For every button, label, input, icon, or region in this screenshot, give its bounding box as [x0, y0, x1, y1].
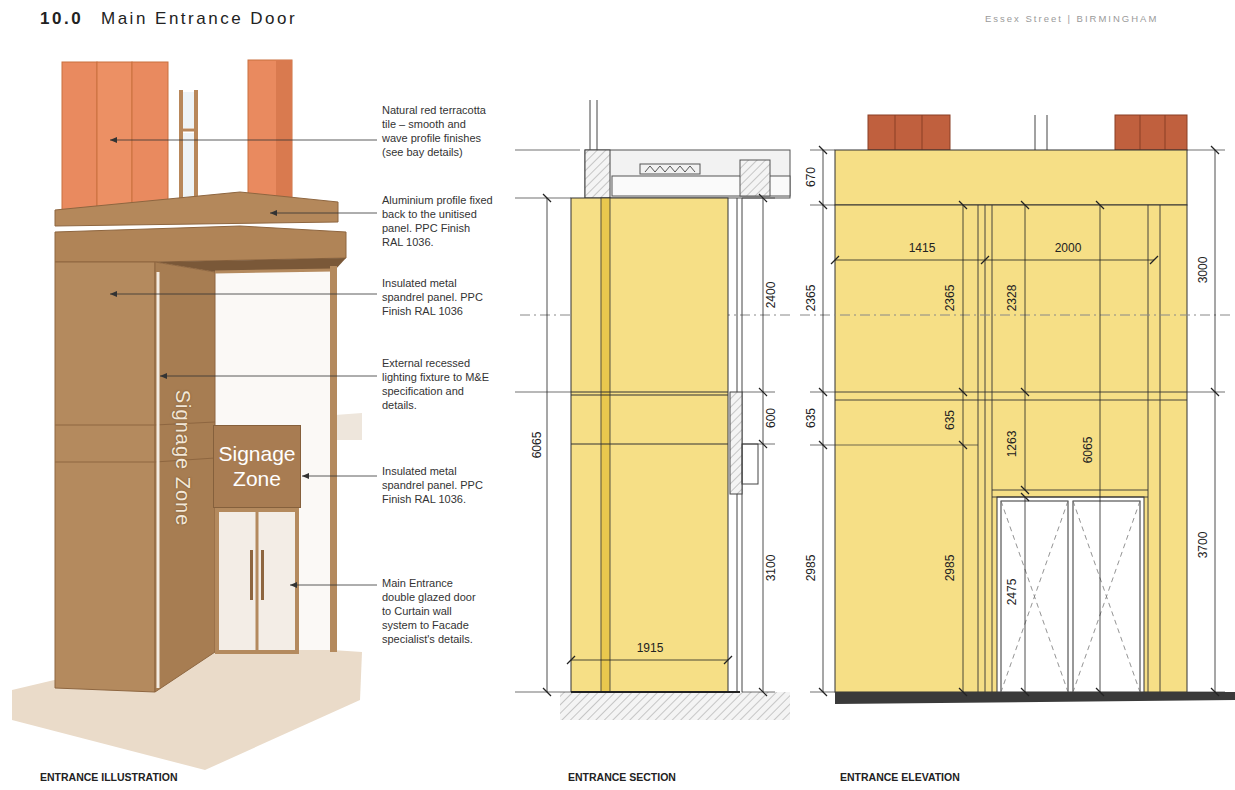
dimension: 2475	[1005, 577, 1019, 608]
dimension: 6065	[1081, 435, 1095, 466]
callout-note: Aluminium profile fixed back to the unit…	[382, 193, 494, 249]
dimension: 600	[764, 406, 778, 430]
dimension: 3000	[1196, 255, 1210, 286]
callout-note: Natural red terracotta tile – smooth and…	[382, 103, 494, 159]
dimension: 2985	[943, 553, 957, 584]
dimension: 635	[943, 408, 957, 432]
dimension: 2365	[943, 283, 957, 314]
dimension: 670	[804, 165, 818, 189]
dimension: 1915	[635, 641, 666, 655]
callout-note: Insulated metal spandrel panel. PPC Fini…	[382, 464, 490, 506]
dimension: 2400	[764, 280, 778, 311]
dimension: 1263	[1005, 429, 1019, 460]
dimension: 1415	[907, 241, 938, 255]
entrance-elevation	[800, 115, 1235, 704]
callout-note: Insulated metal spandrel panel. PPC Fini…	[382, 276, 490, 318]
entrance-illustration	[12, 60, 377, 770]
callout-note: Main Entrance double glazed door to Curt…	[382, 576, 486, 646]
dimension: 2985	[804, 553, 818, 584]
signage-panel: Signage Zone	[213, 425, 301, 508]
signage-zone-text: Signage Zone	[171, 390, 194, 527]
dimension: 635	[804, 406, 818, 430]
dimension: 6065	[530, 430, 544, 461]
page-title: Main Entrance Door	[101, 9, 297, 29]
entrance-section	[515, 100, 790, 720]
view-caption: ENTRANCE ELEVATION	[840, 771, 960, 783]
view-caption: ENTRANCE SECTION	[568, 771, 676, 783]
dimension: 2000	[1053, 241, 1084, 255]
signage-text: Signage Zone	[217, 442, 297, 490]
project-header: Essex Street | BIRMINGHAM	[985, 13, 1158, 24]
callout-note: External recessed lighting fixture to M&…	[382, 356, 494, 412]
dimension: 3700	[1196, 530, 1210, 561]
view-caption: ENTRANCE ILLUSTRATION	[40, 771, 177, 783]
dimension: 3100	[764, 553, 778, 584]
dimension: 2328	[1005, 283, 1019, 314]
section-number: 10.0	[40, 9, 83, 29]
dimension: 2365	[804, 283, 818, 314]
